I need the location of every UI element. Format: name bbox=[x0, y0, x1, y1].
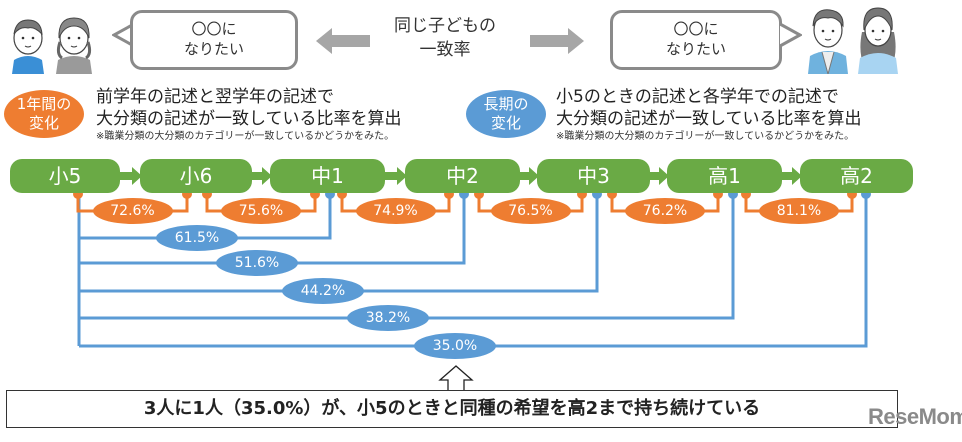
stage-pill: 中2 bbox=[405, 159, 520, 193]
connector-arrow-shaft bbox=[383, 172, 399, 180]
connector-arrow-head bbox=[659, 167, 669, 185]
legend-note: ※職業分類の大分類のカテゴリーが一致しているかどうかをみた。 bbox=[96, 131, 395, 142]
speech-bubble-tail-right bbox=[779, 22, 802, 48]
stage-pill: 高2 bbox=[800, 159, 913, 193]
long-term-connector bbox=[79, 193, 599, 293]
arrow-left-icon bbox=[316, 28, 370, 54]
connector-arrow-head bbox=[132, 167, 142, 185]
stage-pill: 中1 bbox=[270, 159, 385, 193]
annual-value-label: 76.2% bbox=[625, 198, 705, 224]
badge-line2: 変化 bbox=[28, 114, 59, 132]
badge-line2: 変化 bbox=[490, 114, 521, 132]
center-title-line2: 一致率 bbox=[419, 40, 471, 60]
connector-arrow-shaft bbox=[118, 172, 134, 180]
legend-desc-line1: 前学年の記述と翌学年の記述で bbox=[96, 87, 334, 107]
legend-desc-long-term: 小5のときの記述と各学年での記述で 大分類の記述が一致している比率を算出 ※職業… bbox=[556, 86, 862, 143]
speech-bubble-tail-left bbox=[112, 22, 135, 48]
connector-arrow-shaft bbox=[648, 172, 661, 180]
connector-arrow-head bbox=[262, 167, 272, 185]
badge-line1: 長期の bbox=[483, 95, 529, 113]
legend-desc-annual: 前学年の記述と翌学年の記述で 大分類の記述が一致している比率を算出 ※職業分類の… bbox=[96, 86, 402, 143]
long-term-connector bbox=[79, 193, 735, 320]
students-illustration-right bbox=[808, 7, 898, 74]
stage-pill: 高1 bbox=[667, 159, 782, 193]
legend-desc-line2: 大分類の記述が一致している比率を算出 bbox=[96, 109, 402, 129]
connector-arrow-head bbox=[529, 167, 539, 185]
up-arrow-icon bbox=[438, 365, 474, 392]
long-term-connector bbox=[79, 193, 868, 348]
speech-bubble-right: 〇〇に なりたい bbox=[610, 10, 782, 70]
connector-arrow-head bbox=[397, 167, 407, 185]
long-term-value-label: 61.5% bbox=[156, 225, 238, 251]
legend-note: ※職業分類の大分類のカテゴリーが一致しているかどうかをみた。 bbox=[556, 131, 855, 142]
long-term-value-label: 35.0% bbox=[414, 333, 496, 359]
arrow-right-icon bbox=[530, 28, 584, 54]
annual-value-label: 76.5% bbox=[490, 198, 571, 224]
annual-value-label: 72.6% bbox=[92, 198, 173, 224]
bubble-text-line2: なりたい bbox=[665, 40, 726, 58]
female-student-figure bbox=[858, 7, 898, 74]
connector-arrow-shaft bbox=[518, 172, 531, 180]
legend-desc-line1: 小5のときの記述と各学年での記述で bbox=[556, 87, 839, 107]
resemom-watermark: ReseMom bbox=[868, 404, 962, 429]
boy-figure bbox=[12, 19, 44, 74]
male-student-figure bbox=[808, 9, 848, 74]
connector-arrow-head bbox=[792, 167, 802, 185]
summary-box: 3人に1人（35.0%）が、小5のときと同種の希望を高2まで持ち続けている bbox=[6, 390, 898, 428]
annual-value-label: 74.9% bbox=[355, 198, 436, 224]
connector-arrow-shaft bbox=[780, 172, 794, 180]
children-illustration-left bbox=[12, 17, 92, 74]
speech-bubble-left: 〇〇に なりたい bbox=[130, 10, 298, 70]
stage-pill: 中3 bbox=[537, 159, 650, 193]
long-term-value-label: 44.2% bbox=[282, 278, 364, 304]
center-title: 同じ子どもの 一致率 bbox=[380, 14, 510, 62]
stage-pill: 小5 bbox=[10, 159, 120, 193]
long-term-value-label: 51.6% bbox=[216, 250, 298, 276]
stage-pill: 小6 bbox=[140, 159, 252, 193]
girl-figure bbox=[56, 17, 92, 74]
long-term-value-label: 38.2% bbox=[347, 305, 429, 331]
connector-arrow-shaft bbox=[250, 172, 264, 180]
bubble-text-line1: 〇〇に bbox=[673, 20, 719, 38]
legend-badge-annual: 1年間の 変化 bbox=[4, 90, 84, 138]
bubble-text-line2: なりたい bbox=[183, 40, 244, 58]
long-term-connector bbox=[79, 193, 466, 265]
bubble-text-line1: 〇〇に bbox=[191, 20, 237, 38]
legend-desc-line2: 大分類の記述が一致している比率を算出 bbox=[556, 109, 862, 129]
annual-value-label: 75.6% bbox=[221, 198, 301, 224]
badge-line1: 1年間の bbox=[16, 95, 72, 113]
center-title-line1: 同じ子どもの bbox=[394, 16, 496, 36]
annual-value-label: 81.1% bbox=[759, 198, 839, 224]
legend-badge-long-term: 長期の 変化 bbox=[466, 90, 546, 138]
